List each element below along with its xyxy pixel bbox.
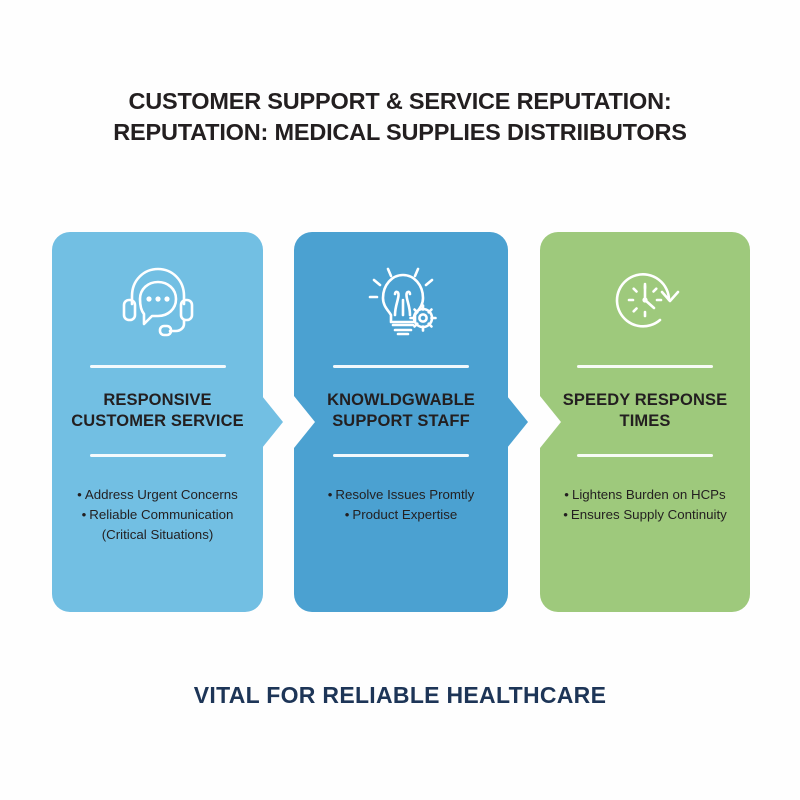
card-background xyxy=(294,232,508,612)
card-divider-bottom xyxy=(89,454,226,457)
list-item: •Resolve Issues Promtly xyxy=(328,485,475,505)
arrow-notch-icon xyxy=(540,396,561,448)
card-divider-top xyxy=(333,365,469,368)
card-bullet-list: •Address Urgent Concerns •Reliable Commu… xyxy=(65,485,250,545)
card-heading: KNOWLDGWABLE SUPPORT STAFF xyxy=(317,390,485,432)
page-title: CUSTOMER SUPPORT & SERVICE REPUTATION: R… xyxy=(0,86,800,148)
card-heading-line-2: TIMES xyxy=(619,412,671,430)
card-heading: SPEEDY RESPONSE TIMES xyxy=(553,390,737,432)
list-item: •Reliable Communication xyxy=(77,505,238,525)
arrow-connector-icon xyxy=(507,396,528,448)
bullet-marker: • xyxy=(81,507,87,522)
card-divider-bottom xyxy=(333,454,469,457)
bullet-marker: • xyxy=(327,487,333,502)
list-item: •Ensures Supply Continuity xyxy=(563,505,727,525)
card-heading-line-2: CUSTOMER SERVICE xyxy=(71,412,244,430)
card-knowledgeable-support-staff[interactable]: KNOWLDGWABLE SUPPORT STAFF •Resolve Issu… xyxy=(294,232,528,612)
headset-chat-icon xyxy=(116,258,200,342)
card-bullet-list: •Lightens Burden on HCPs •Ensures Supply… xyxy=(551,485,739,525)
list-item: •Product Expertise xyxy=(328,505,475,525)
bullet-marker: • xyxy=(564,487,569,502)
title-line-1: CUSTOMER SUPPORT & SERVICE REPUTATION: xyxy=(128,88,672,114)
bullet-text: Address Urgent Concerns xyxy=(84,487,238,502)
list-item: •Lightens Burden on HCPs xyxy=(563,485,727,505)
cards-row: RESPONSIVE CUSTOMER SERVICE •Address Urg… xyxy=(0,232,800,612)
bullet-text: Lightens Burden on HCPs xyxy=(571,487,726,502)
card-heading-line-1: KNOWLDGWABLE xyxy=(327,391,475,409)
bullet-text-continuation: (Critical Situations) xyxy=(101,527,214,542)
bullet-marker: • xyxy=(77,487,82,502)
card-divider-top xyxy=(89,365,226,368)
bullet-text: Ensures Supply Continuity xyxy=(570,507,727,522)
card-heading-line-2: SUPPORT STAFF xyxy=(332,412,470,430)
lightbulb-gear-icon xyxy=(357,258,445,342)
card-divider-bottom xyxy=(577,454,713,457)
card-divider-top xyxy=(577,365,713,368)
footer-tagline: VITAL FOR RELIABLE HEALTHCARE xyxy=(193,682,607,708)
bullet-text: Product Expertise xyxy=(352,507,458,522)
list-item: •Address Urgent Concerns xyxy=(77,485,238,505)
clock-arrow-icon xyxy=(603,258,687,342)
card-heading-line-1: RESPONSIVE xyxy=(103,391,212,409)
bullet-text: Reliable Communication xyxy=(89,507,234,522)
card-bullet-list: •Resolve Issues Promtly •Product Experti… xyxy=(316,485,487,525)
card-heading: RESPONSIVE CUSTOMER SERVICE xyxy=(61,390,253,432)
title-line-2: REPUTATION: MEDICAL SUPPLIES DISTRIIBUTO… xyxy=(113,119,687,145)
card-background xyxy=(52,232,263,612)
bullet-text: Resolve Issues Promtly xyxy=(335,487,475,502)
card-speedy-response-times[interactable]: SPEEDY RESPONSE TIMES •Lightens Burden o… xyxy=(540,232,750,612)
bullet-marker: • xyxy=(344,507,350,522)
bullet-marker: • xyxy=(563,507,568,522)
arrow-connector-icon xyxy=(262,396,283,448)
card-heading-line-1: SPEEDY RESPONSE xyxy=(562,391,728,409)
arrow-notch-icon xyxy=(294,396,315,448)
card-responsive-customer-service[interactable]: RESPONSIVE CUSTOMER SERVICE •Address Urg… xyxy=(52,232,283,612)
